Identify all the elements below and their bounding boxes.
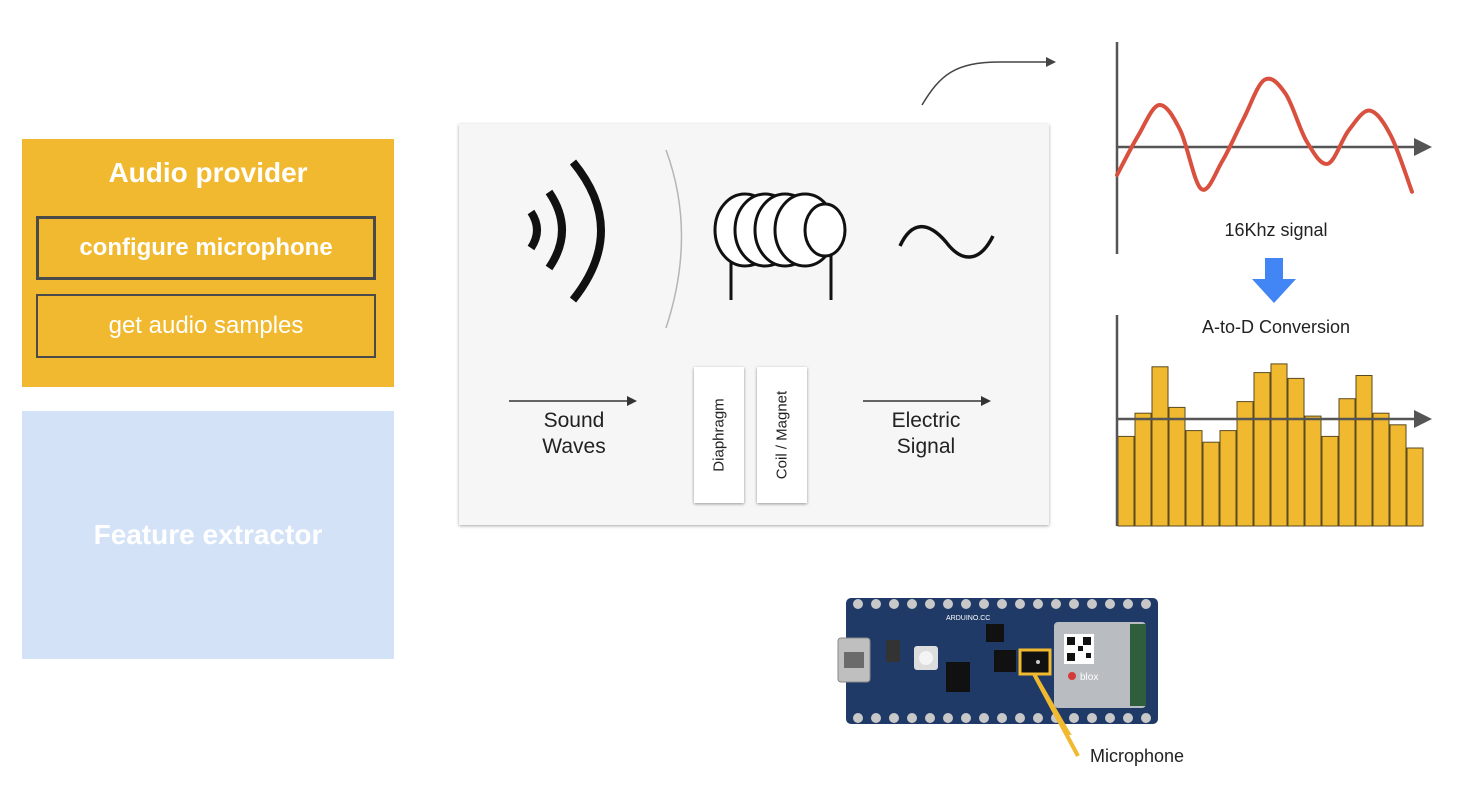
audio-provider-block: Audio provider configure microphone get … — [22, 139, 394, 387]
digitized-bar-chart — [1115, 315, 1432, 527]
sample-bar — [1219, 430, 1237, 527]
board-header-pins-top — [853, 599, 1151, 609]
microphone-principle-card: Sound Waves Diaphragm Coil / Magnet Elec… — [459, 124, 1049, 525]
microphone-label: Microphone — [1090, 746, 1185, 766]
sample-bar — [1185, 430, 1203, 527]
sound-waves-icon — [527, 159, 605, 303]
divider-curve — [665, 149, 683, 329]
sample-bar — [1236, 401, 1254, 527]
electric-signal-arrow — [863, 396, 991, 406]
sample-bar — [1202, 441, 1220, 527]
microphone-pointer-extension — [1034, 674, 1080, 757]
sample-bar — [1389, 424, 1407, 527]
microphone-highlight — [1018, 648, 1052, 676]
sample-bar — [1117, 435, 1135, 527]
signal-wave-series — [1115, 76, 1414, 194]
coil-magnet-label: Coil / Magnet — [773, 390, 791, 480]
arduino-board: ARDUINO.CC blox — [837, 598, 1158, 735]
audio-provider-title: Audio provider — [108, 157, 308, 188]
diaphragm-label: Diaphragm — [710, 398, 728, 472]
sample-bar — [1372, 412, 1390, 527]
sample-bar — [1134, 412, 1152, 527]
signal-wave-chart — [1115, 42, 1432, 254]
diaphragm-card: Diaphragm — [694, 367, 744, 503]
conversion-label: A-to-D Conversion — [1201, 317, 1351, 337]
get-audio-samples-box: get audio samples — [36, 294, 376, 358]
signal-label: 16Khz signal — [1224, 220, 1328, 240]
sample-bar — [1270, 363, 1288, 527]
coil-icon — [713, 192, 847, 300]
module-brand: blox — [1080, 672, 1098, 683]
sound-waves-arrow — [509, 396, 637, 406]
sample-bar — [1406, 447, 1424, 527]
connector-arrow — [921, 57, 1056, 106]
down-arrow-icon — [1252, 258, 1296, 303]
feature-extractor-block: Feature extractor — [22, 411, 394, 659]
board-text: ARDUINO.CC — [946, 615, 990, 622]
sample-bar — [1355, 375, 1373, 527]
card-illustration — [509, 149, 995, 406]
sample-bar — [1321, 435, 1339, 527]
electric-signal-label: Electric Signal — [891, 409, 961, 458]
sound-waves-label: Sound Waves — [542, 409, 606, 458]
wave-x-axis-arrowhead — [1414, 138, 1432, 156]
configure-microphone-box: configure microphone — [36, 216, 376, 280]
sine-wave-icon — [898, 224, 995, 259]
coil-magnet-card: Coil / Magnet — [757, 367, 807, 503]
sample-bar — [1168, 406, 1186, 527]
sample-bar — [1338, 398, 1356, 527]
sample-bar — [1253, 372, 1271, 527]
sample-bar — [1151, 366, 1169, 527]
bar-x-axis-arrowhead — [1414, 410, 1432, 428]
sample-bar — [1287, 377, 1305, 527]
sample-bar — [1304, 415, 1322, 527]
board-chip — [946, 662, 970, 692]
board-header-pins-bottom — [853, 713, 1151, 723]
